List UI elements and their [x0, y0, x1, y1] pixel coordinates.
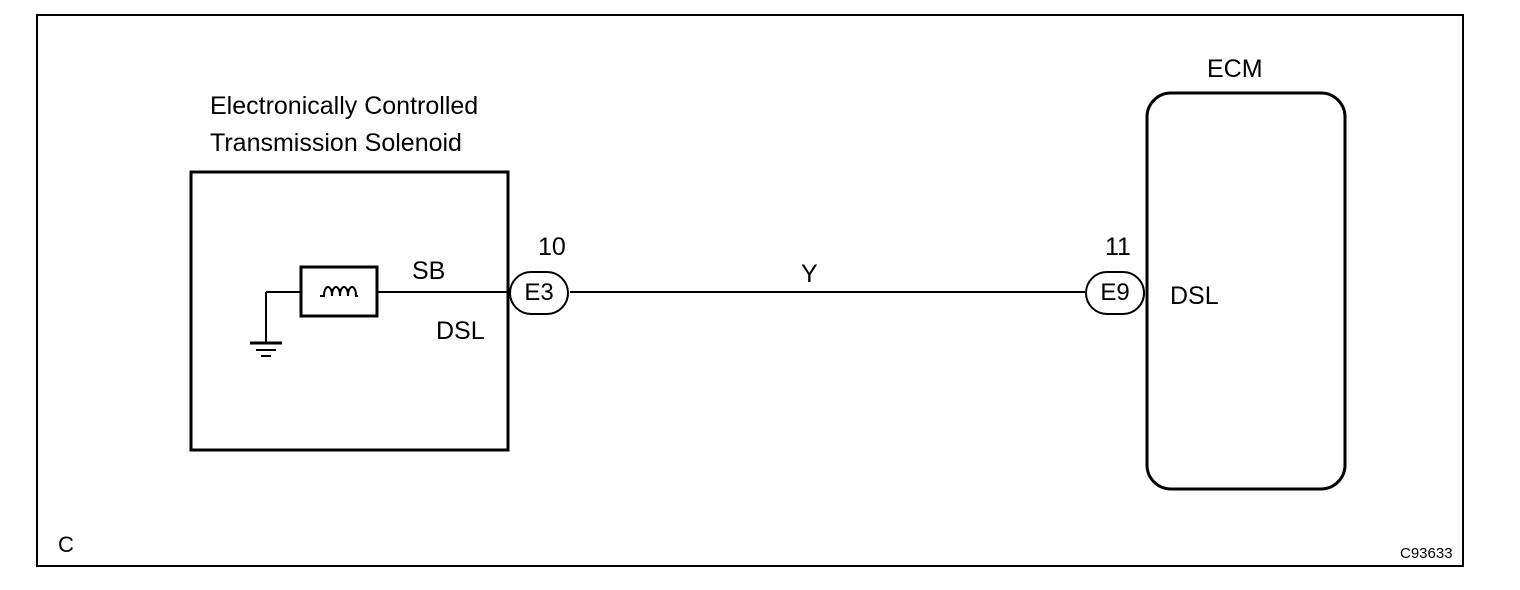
solenoid-title: Electronically Controlled Transmission S…: [210, 92, 479, 157]
solenoid-terminal-sb: SB: [412, 257, 446, 285]
diagram-frame: [36, 14, 1464, 567]
connector-e3: E3: [509, 271, 569, 315]
figure-id: C93633: [1400, 545, 1453, 562]
solenoid-terminal-dsl: DSL: [436, 317, 485, 345]
ecm-terminal-dsl: DSL: [1170, 282, 1219, 310]
connector-e9-label: E9: [1100, 279, 1130, 306]
corner-letter: C: [58, 532, 74, 557]
solenoid-box: [189, 170, 510, 452]
connector-e3-label: E3: [524, 279, 554, 306]
connector-right-pin: 11: [1105, 233, 1131, 261]
connector-left-pin: 10: [538, 233, 566, 261]
ground-icon: [250, 292, 282, 357]
ecm-title: ECM: [1207, 55, 1263, 83]
connector-e9: E9: [1085, 271, 1145, 315]
solenoid-coil-icon: [299, 265, 379, 318]
wire-color-label: Y: [801, 260, 818, 288]
ecm-box: [1145, 91, 1347, 491]
